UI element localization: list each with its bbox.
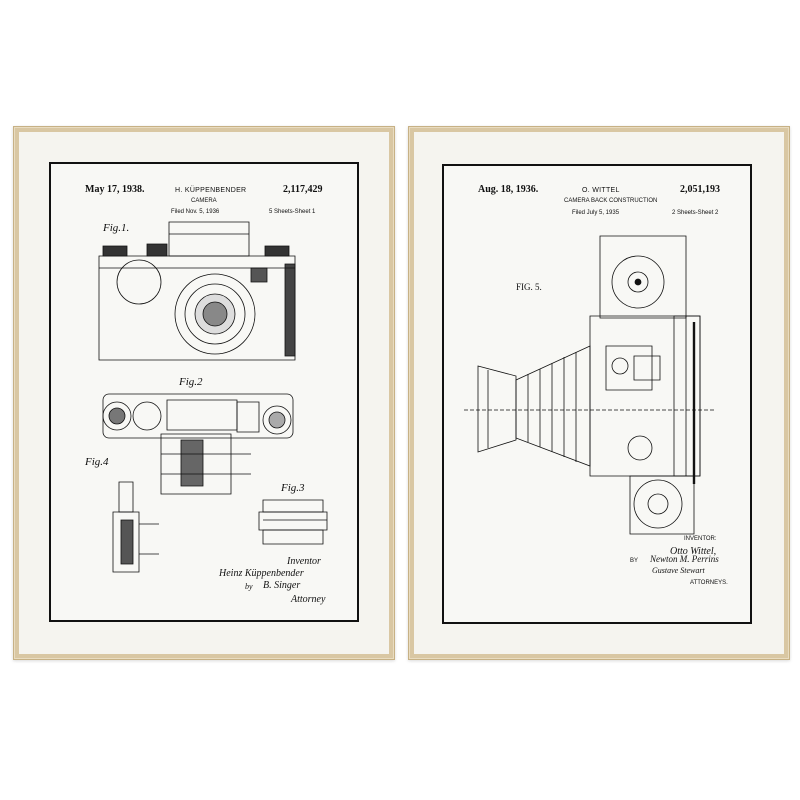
right-attorney-signature-2: Gustave Stewart	[652, 566, 705, 575]
right-frame: Aug. 18, 1936. O. WITTEL 2,051,193 CAMER…	[408, 126, 790, 660]
left-patent-number: 2,117,429	[283, 184, 323, 195]
left-sheets: 5 Sheets-Sheet 1	[269, 209, 316, 215]
left-filed: Filed Nov. 5, 1936	[171, 209, 220, 215]
right-patent-sheet: Aug. 18, 1936. O. WITTEL 2,051,193 CAMER…	[442, 164, 752, 624]
right-inventor-signature: Otto Wittel,	[670, 546, 717, 557]
left-fig2-top-drawing	[51, 164, 357, 620]
left-fig2-label: Fig.2	[179, 376, 203, 388]
right-filed: Filed July 5, 1935	[572, 210, 620, 216]
left-fig3-label: Fig.3	[281, 482, 305, 494]
left-fig4-label: Fig.4	[85, 456, 109, 468]
right-by: BY	[630, 558, 639, 564]
left-fig4-section-drawing	[51, 164, 357, 620]
left-by: by	[245, 582, 253, 591]
left-inventor: H. KÜPPENBENDER	[175, 187, 247, 194]
right-attorney-label: ATTORNEYS.	[690, 580, 728, 586]
left-inventor-label: Inventor	[287, 556, 321, 567]
left-fig1-label: Fig.1.	[103, 222, 130, 234]
left-fig1-camera-drawing	[51, 164, 357, 620]
right-inventor: O. WITTEL	[582, 187, 620, 194]
right-fig5-drawing	[444, 166, 750, 622]
right-sheets: 2 Sheets-Sheet 2	[672, 210, 719, 216]
right-title: CAMERA BACK CONSTRUCTION	[564, 198, 658, 204]
right-patent-number: 2,051,193	[680, 184, 720, 195]
right-fig5-label: FIG. 5.	[516, 282, 542, 292]
left-frame: May 17, 1938. H. KÜPPENBENDER 2,117,429 …	[13, 126, 395, 660]
left-inventor-signature: Heinz Küppenbender	[219, 568, 304, 579]
left-date: May 17, 1938.	[85, 184, 145, 195]
right-mat: Aug. 18, 1936. O. WITTEL 2,051,193 CAMER…	[414, 132, 784, 654]
right-attorney-signature: Newton M. Perrins	[650, 554, 719, 564]
left-patent-sheet: May 17, 1938. H. KÜPPENBENDER 2,117,429 …	[49, 162, 359, 622]
right-date: Aug. 18, 1936.	[478, 184, 539, 195]
left-attorney-signature: B. Singer	[263, 580, 301, 591]
left-fig3-lens-drawing	[51, 164, 357, 620]
left-title: CAMERA	[191, 198, 217, 204]
right-inventor-label: INVENTOR:	[684, 536, 717, 542]
left-attorney-label: Attorney	[291, 594, 326, 605]
left-mat: May 17, 1938. H. KÜPPENBENDER 2,117,429 …	[19, 132, 389, 654]
